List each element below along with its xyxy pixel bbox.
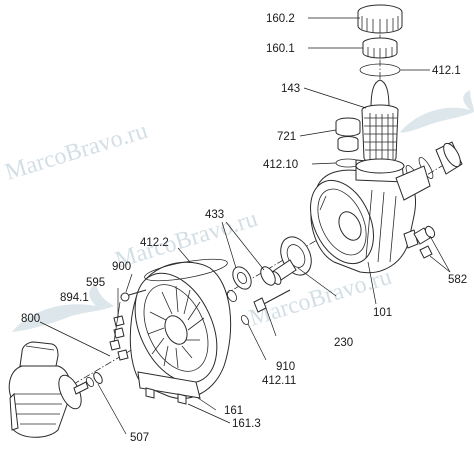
part-160-2-lid	[357, 4, 403, 34]
label-160-2: 160.2	[266, 13, 295, 25]
watermark-dolphin-left	[12, 284, 114, 332]
label-412-2: 412.2	[140, 237, 169, 249]
label-800: 800	[21, 313, 40, 325]
part-412-11-o-ring	[240, 315, 250, 325]
part-894-1-pads	[109, 339, 129, 361]
label-412-10: 412.10	[263, 159, 298, 171]
label-900: 900	[112, 261, 131, 273]
part-161-bracket	[129, 261, 232, 405]
part-160-1-ring	[362, 37, 398, 59]
label-412-1: 412.1	[432, 65, 461, 77]
part-582-drain-plugs	[413, 225, 436, 259]
part-230-impeller	[270, 236, 312, 285]
label-161-3: 161.3	[232, 418, 261, 430]
label-595: 595	[86, 277, 105, 289]
shaft-axis	[29, 159, 453, 411]
label-101: 101	[373, 307, 392, 319]
label-160-1: 160.1	[266, 43, 295, 55]
part-507-slinger	[85, 372, 103, 387]
label-143: 143	[281, 83, 300, 95]
label-507: 507	[130, 432, 149, 444]
label-582: 582	[448, 274, 467, 286]
right-union	[405, 141, 463, 187]
label-433: 433	[205, 209, 224, 221]
label-412-11: 412.11	[262, 375, 296, 387]
part-721-union	[335, 117, 361, 152]
label-894-1: 894.1	[60, 292, 89, 304]
watermark-top: MarcoBravo.ru	[2, 118, 150, 186]
label-230: 230	[334, 337, 353, 349]
label-910: 910	[276, 361, 295, 373]
part-433-mechanical-seal	[227, 266, 276, 302]
part-101-pump-housing	[310, 158, 431, 274]
part-412-2-o-ring	[144, 258, 228, 282]
part-595-pads	[113, 315, 125, 339]
part-900-screw	[120, 289, 147, 302]
label-161: 161	[224, 405, 243, 417]
label-721: 721	[277, 131, 296, 143]
part-143-strainer-basket	[361, 79, 399, 164]
part-800-motor	[8, 341, 89, 438]
callout-labels: 160.2 160.1 412.1 143 721 412.10 433 412…	[21, 13, 467, 444]
watermark-dolphin-right	[400, 90, 474, 133]
leader-lines	[39, 17, 451, 435]
part-910-bolt	[253, 289, 291, 313]
